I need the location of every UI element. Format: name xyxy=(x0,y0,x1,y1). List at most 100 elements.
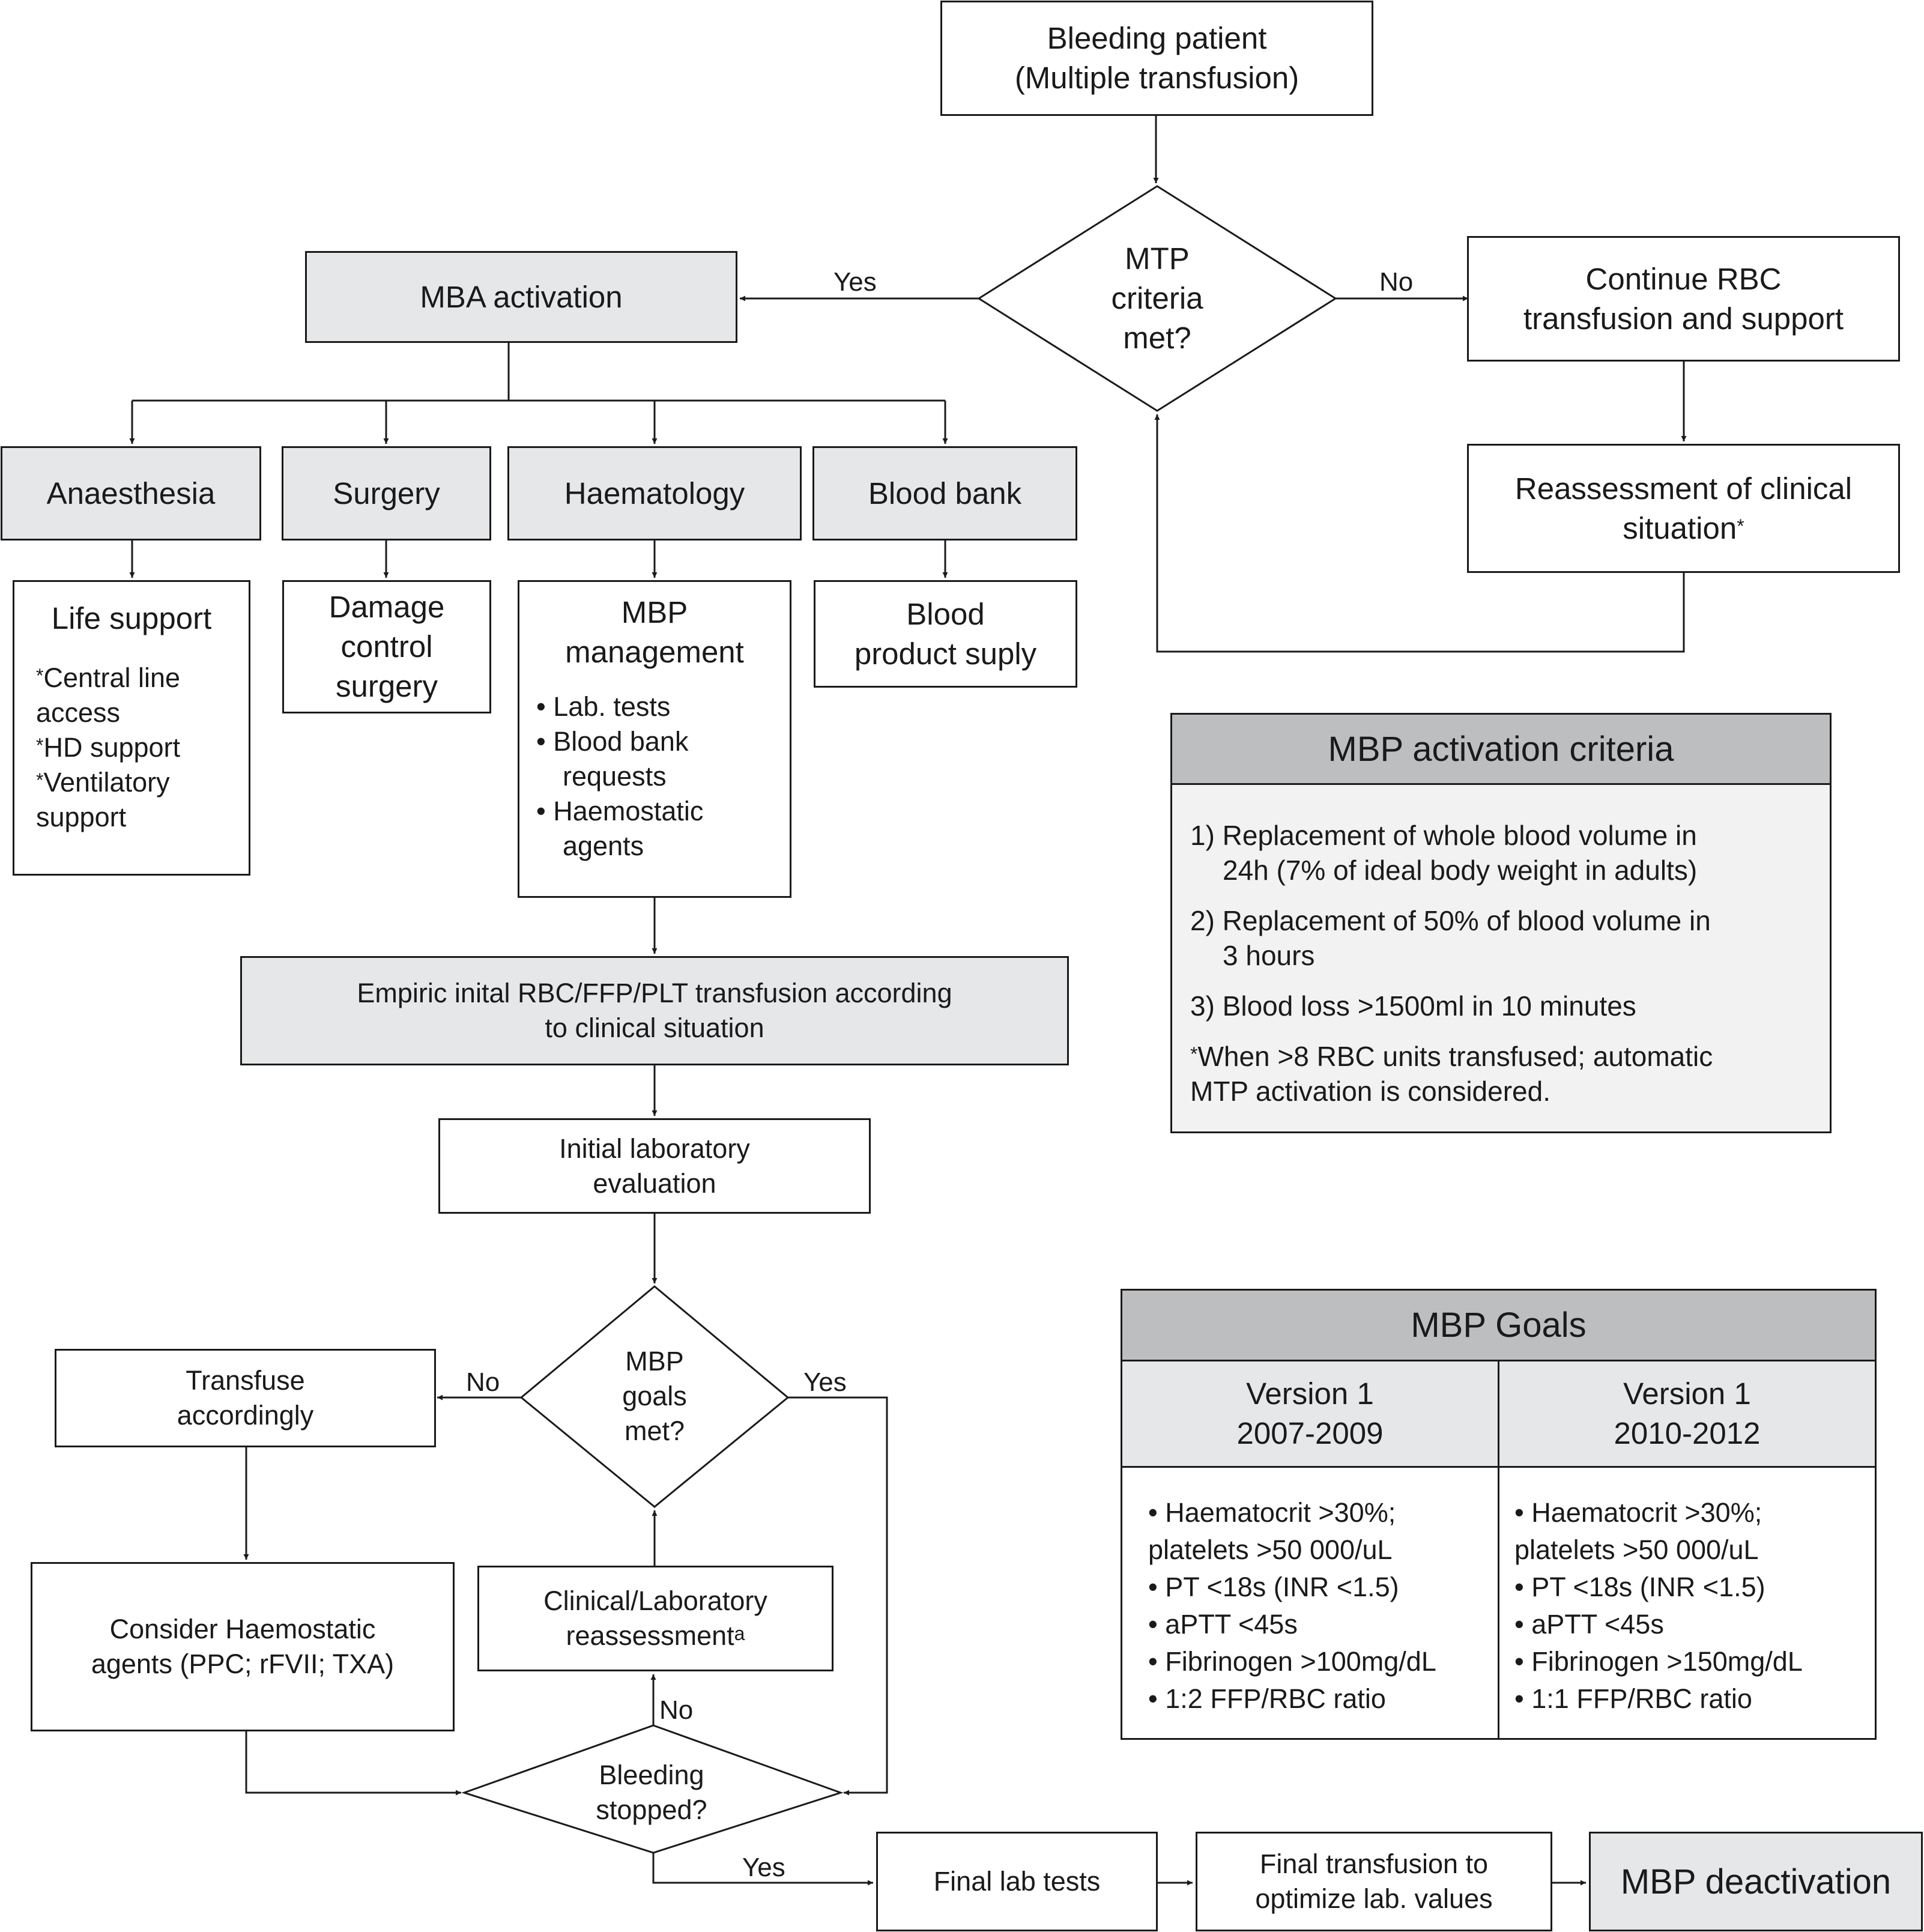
bleeding-no-label: No xyxy=(659,1695,694,1725)
mbp-item-agents: agents xyxy=(563,831,644,861)
v1-pt: PT <18s (INR <1.5) xyxy=(1165,1572,1399,1602)
arrow-bleeding-yes xyxy=(652,1853,873,1886)
v1-platelets: platelets >50 000/uL xyxy=(1148,1534,1393,1565)
initial-lab-box: Initial laboratory evaluation xyxy=(438,1118,871,1214)
life-support-title: Life support xyxy=(51,601,212,635)
v2-bullet-5: • xyxy=(1514,1683,1524,1714)
start-line1: Bleeding patient xyxy=(1047,21,1267,55)
bleeding-yes-label: Yes xyxy=(742,1853,785,1882)
clinical-footnote-mark: a xyxy=(734,1623,745,1644)
arrow-haemostatic-to-bleeding xyxy=(245,1731,461,1796)
mbp-deactivation-label: MBP deactivation xyxy=(1620,1862,1892,1901)
damage-line2: control xyxy=(340,629,433,664)
anaesthesia-label: Anaesthesia xyxy=(46,476,216,510)
goals-v1-list: • Haematocrit >30%; platelets >50 000/uL… xyxy=(1148,1494,1436,1718)
initial-lab-line1: Initial laboratory xyxy=(559,1133,750,1164)
mbp-management-line1: MBP xyxy=(621,595,688,629)
mbp-goals-decision-diamond xyxy=(519,1285,790,1508)
clinical-reassessment-box: Clinical/Laboratory reassessmenta xyxy=(477,1566,833,1671)
mbp-management-line2: management xyxy=(565,635,744,669)
empiric-line2: to clinical situation xyxy=(545,1013,764,1043)
v1-aptt: aPTT <45s xyxy=(1165,1609,1298,1640)
life-item-1-mark: * xyxy=(36,665,44,686)
mtp-yes-label: Yes xyxy=(833,267,877,297)
mbp-goals-title: MBP Goals xyxy=(1411,1306,1587,1345)
goals-column-divider xyxy=(1498,1361,1499,1738)
mbp-goals-header: MBP Goals xyxy=(1122,1291,1875,1361)
criterion-2a: 2) Replacement of 50% of blood volume in xyxy=(1190,905,1711,936)
v2-pt: PT <18s (INR <1.5) xyxy=(1531,1572,1765,1602)
criteria-note-line1: When >8 RBC units transfused; automatic xyxy=(1197,1041,1713,1072)
mbp-bullet-2: • xyxy=(536,726,546,757)
goals-v2-list: • Haematocrit >30%; platelets >50 000/uL… xyxy=(1514,1494,1803,1718)
goals-dec-line2: goals xyxy=(622,1381,687,1411)
goals-v2-header: Version 1 2010-2012 xyxy=(1499,1361,1875,1466)
blood-bank-box: Blood bank xyxy=(812,446,1077,541)
continue-rbc-box: Continue RBC transfusion and support xyxy=(1467,236,1900,362)
surgery-label: Surgery xyxy=(333,476,440,510)
mbp-goals-decision-text: MBP goals met? xyxy=(576,1340,733,1452)
haemostatic-box: Consider Haemostatic agents (PPC; rFVII;… xyxy=(31,1562,455,1731)
v1-haematocrit: Haematocrit >30%; xyxy=(1165,1497,1396,1528)
goals-v2-years: 2010-2012 xyxy=(1614,1416,1761,1450)
v1-bullet-2: • xyxy=(1148,1572,1158,1602)
activation-criteria-title: MBP activation criteria xyxy=(1328,729,1674,769)
activation-criteria-header: MBP activation criteria xyxy=(1172,715,1830,785)
v2-platelets: platelets >50 000/uL xyxy=(1514,1534,1759,1565)
reassessment-line1: Reassessment of clinical xyxy=(1514,471,1853,506)
mbp-management-box: MBP management xyxy=(518,580,791,898)
v2-ratio: 1:1 FFP/RBC ratio xyxy=(1531,1683,1752,1714)
goals-v2-name: Version 1 xyxy=(1623,1376,1751,1411)
criterion-2b: 3 hours xyxy=(1223,940,1315,971)
haemostatic-line1: Consider Haemostatic xyxy=(109,1614,376,1644)
bleeding-line2: stopped? xyxy=(596,1794,707,1825)
damage-line3: surgery xyxy=(335,669,438,703)
mbp-item-requests: requests xyxy=(563,761,667,792)
mbp-bullet-1: • xyxy=(536,691,546,722)
v1-fibrinogen: Fibrinogen >100mg/dL xyxy=(1165,1646,1436,1677)
activation-criteria-panel: MBP activation criteria xyxy=(1170,713,1832,1133)
bleeding-line1: Bleeding xyxy=(599,1760,704,1790)
damage-control-box: Damage control surgery xyxy=(282,580,491,713)
clinical-line2: reassessment xyxy=(566,1620,734,1651)
goals-v1-years: 2007-2009 xyxy=(1236,1416,1384,1450)
criterion-3: 3) Blood loss >1500ml in 10 minutes xyxy=(1190,990,1636,1022)
mbp-management-list: • Lab. tests • Blood bank requests • Hae… xyxy=(536,689,703,864)
mtp-line1: MTP xyxy=(1125,241,1190,276)
life-item-2: HD support xyxy=(43,732,181,763)
life-support-list: *Central line access *HD support *Ventil… xyxy=(36,661,180,835)
goals-yes-label: Yes xyxy=(803,1367,847,1397)
criteria-note-line2: MTP activation is considered. xyxy=(1190,1076,1550,1107)
life-item-2-mark: * xyxy=(36,734,44,756)
transfuse-line1: Transfuse xyxy=(186,1365,305,1396)
goals-v1-header: Version 1 2007-2009 xyxy=(1122,1361,1498,1466)
clinical-line1: Clinical/Laboratory xyxy=(543,1585,767,1616)
initial-lab-line2: evaluation xyxy=(593,1167,716,1199)
v2-bullet-2: • xyxy=(1514,1572,1524,1602)
blood-product-box: Blood product suply xyxy=(814,580,1077,688)
final-trans-line1: Final transfusion to xyxy=(1259,1849,1489,1879)
reassessment-line2: situation xyxy=(1623,510,1737,545)
continue-rbc-line2: transfusion and support xyxy=(1523,301,1844,336)
surgery-box: Surgery xyxy=(282,446,491,541)
life-item-1b: access xyxy=(36,697,121,728)
v1-ratio: 1:2 FFP/RBC ratio xyxy=(1165,1683,1386,1714)
v1-bullet-1: • xyxy=(1148,1497,1158,1528)
goals-no-label: No xyxy=(466,1367,500,1397)
v2-bullet-3: • xyxy=(1514,1609,1524,1640)
empiric-transfusion-box: Empiric inital RBC/FFP/PLT transfusion a… xyxy=(240,956,1069,1065)
mbp-item-bloodbank: Blood bank xyxy=(553,726,689,757)
mtp-line3: met? xyxy=(1123,321,1191,355)
mtp-no-label: No xyxy=(1379,267,1414,297)
criteria-note-mark: * xyxy=(1190,1043,1198,1065)
life-item-3b: support xyxy=(36,802,127,832)
v2-bullet-1: • xyxy=(1514,1497,1524,1528)
mbp-item-lab: Lab. tests xyxy=(553,691,671,722)
transfuse-box: Transfuse accordingly xyxy=(55,1349,436,1447)
final-lab-box: Final lab tests xyxy=(876,1832,1158,1931)
goals-dec-line1: MBP xyxy=(625,1346,684,1376)
haemostatic-line2: agents (PPC; rFVII; TXA) xyxy=(91,1649,395,1679)
goals-v1-name: Version 1 xyxy=(1246,1376,1374,1411)
mtp-decision-diamond xyxy=(977,185,1337,412)
